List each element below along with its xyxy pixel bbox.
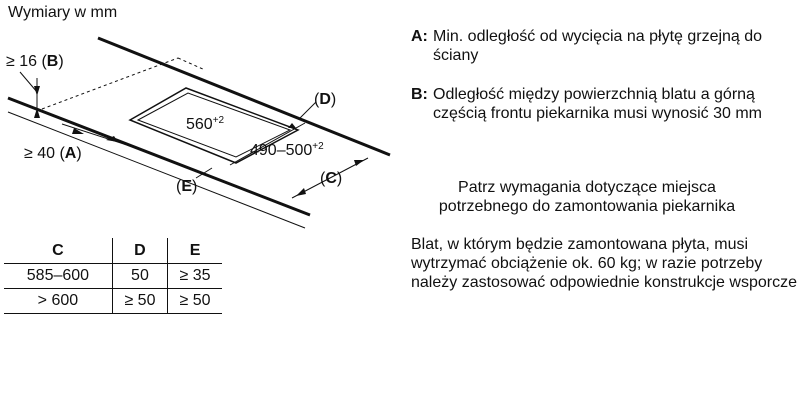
table-cell: ≥ 35 [167, 263, 222, 289]
countertop-back-edge [97, 36, 391, 157]
cutout-outer [128, 87, 300, 164]
depth-dim-line [229, 122, 306, 166]
countertop-front-edge-lower [7, 111, 306, 229]
dimension-table: C D E 585–600 50 ≥ 35 > 600 ≥ 50 ≥ 50 [4, 238, 222, 314]
table-cell: ≥ 50 [167, 288, 222, 314]
oven-outline-dashed-2 [177, 57, 206, 71]
cutout-diagram: ≥ 16 (B) ≥ 40 (A) (D) (C) (E) 560+2 490–… [6, 36, 391, 229]
a-label: ≥ 40 (A) [24, 145, 82, 162]
table-header-row: C D E [4, 238, 222, 264]
oven-outline-dashed [41, 57, 179, 110]
note-a-text: Min. odległość od wycięcia na płytę grze… [433, 28, 763, 64]
note-b: B: Odległość między powierzchnią blatu a … [411, 85, 796, 123]
countertop-front-edge [7, 96, 311, 217]
table-row: > 600 ≥ 50 ≥ 50 [4, 288, 222, 314]
a-arrow-2 [106, 136, 118, 142]
c-arrow [296, 188, 306, 196]
note-a: A: Min. odległość od wycięcia na płytę gr… [411, 27, 791, 65]
table-header-d: D [111, 238, 168, 264]
c-arrow-2 [354, 160, 364, 166]
c-label: (C) [320, 170, 342, 187]
cutout-width-label: 560+2 [186, 115, 225, 133]
note-b-key: B: [411, 86, 428, 103]
table-cell: ≥ 50 [111, 288, 168, 314]
cutout-inner [136, 92, 292, 158]
note-b-text: Odległość między powierzchnią blatu a gó… [433, 86, 763, 122]
table-cell: 585–600 [4, 263, 113, 289]
note-a-key: A: [411, 28, 428, 45]
b-label: ≥ 16 (B) [6, 53, 64, 70]
e-leader [195, 167, 213, 179]
a-arrow [72, 128, 84, 134]
b-leader [19, 71, 38, 93]
b-arrow-top [34, 86, 40, 96]
ventilation-note: Patrz wymagania dotyczące miejsca potrze… [438, 179, 736, 215]
e-label: (E) [176, 178, 197, 195]
table-cell: > 600 [4, 288, 113, 314]
cutout-depth-label: 490–500+2 [250, 141, 324, 159]
page-title: Wymiary w mm [8, 4, 118, 21]
d-leader [299, 101, 317, 119]
b-arrow-bottom [34, 108, 40, 118]
a-dim-line [61, 123, 131, 147]
table-header-c: C [4, 238, 113, 264]
table-header-e: E [167, 238, 222, 264]
support-note: Blat, w którym będzie zamontowana płyta,… [411, 236, 797, 291]
depth-arrow [288, 123, 296, 128]
d-label: (D) [314, 91, 336, 108]
table-row: 585–600 50 ≥ 35 [4, 263, 222, 289]
table-cell: 50 [111, 263, 168, 289]
